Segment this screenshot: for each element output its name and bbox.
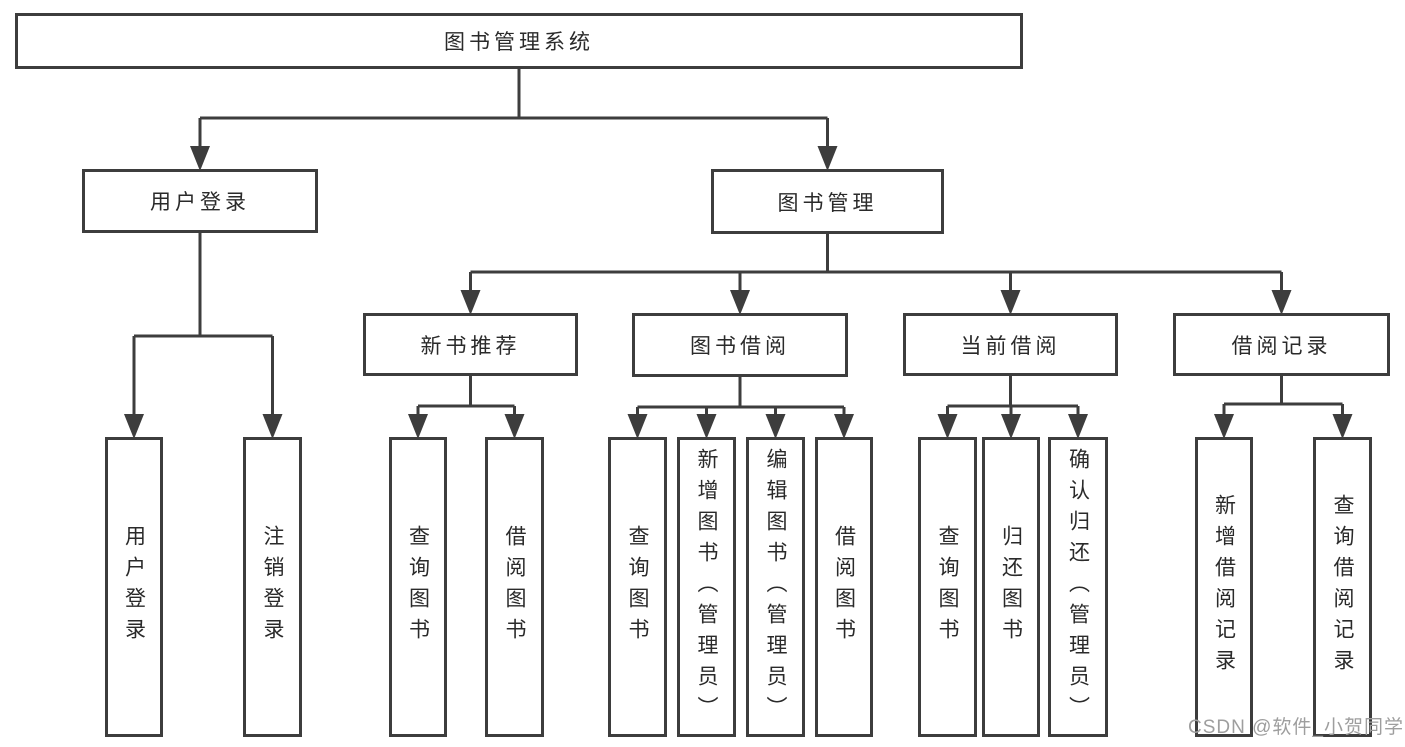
node-v-edit-book: 编辑图书（管理员）	[746, 437, 805, 737]
node-book-borrow: 图书借阅	[632, 313, 848, 377]
arrowhead-into-new-book-rec	[460, 290, 481, 315]
edge-from-new-book-rec	[416, 374, 516, 416]
node-new-book-rec: 新书推荐	[363, 313, 578, 376]
arrowhead-into-v-confirm-return	[1068, 414, 1088, 439]
node-user-login: 用户登录	[82, 169, 318, 233]
node-v-add-borrow-record: 新增借阅记录	[1195, 437, 1253, 737]
arrowhead-into-v-return-book	[1001, 414, 1021, 439]
node-borrow-records: 借阅记录	[1173, 313, 1390, 376]
arrowhead-into-book-borrow	[730, 290, 750, 315]
node-current-borrow: 当前借阅	[903, 313, 1118, 376]
arrowhead-into-v-query-book-3	[937, 414, 958, 439]
node-root: 图书管理系统	[15, 13, 1023, 69]
arrowhead-into-current-borrow	[1000, 290, 1021, 315]
arrowhead-into-v-query-book-1	[408, 414, 428, 439]
node-v-query-book-1: 查询图书	[389, 437, 447, 737]
arrowhead-into-borrow-records	[1271, 290, 1292, 315]
node-v-query-book-3: 查询图书	[918, 437, 977, 737]
arrowhead-into-v-query-book-2	[627, 414, 648, 439]
arrowhead-into-v-borrow-book-1	[504, 414, 525, 439]
node-v-confirm-return: 确认归还（管理员）	[1048, 437, 1108, 737]
arrowhead-into-v-user-login	[124, 414, 144, 439]
edge-from-book-mgmt	[469, 232, 1283, 292]
arrowhead-into-v-borrow-book-2	[834, 414, 854, 439]
node-v-return-book: 归还图书	[982, 437, 1040, 737]
edge-from-borrow-records	[1222, 374, 1344, 416]
node-v-borrow-book-1: 借阅图书	[485, 437, 544, 737]
arrowhead-into-v-add-book	[696, 414, 717, 439]
watermark: CSDN @软件_小贺同学	[1188, 717, 1404, 738]
edge-from-book-borrow	[636, 375, 846, 416]
node-v-borrow-book-2: 借阅图书	[815, 437, 873, 737]
arrowhead-into-v-query-borrow-record	[1332, 414, 1353, 439]
edge-from-current-borrow	[946, 374, 1080, 416]
arrowhead-into-v-edit-book	[765, 414, 786, 439]
arrowhead-into-user-login	[190, 146, 210, 171]
node-v-query-book-2: 查询图书	[608, 437, 667, 737]
arrowhead-into-v-add-borrow-record	[1214, 414, 1234, 439]
node-v-add-book: 新增图书（管理员）	[677, 437, 736, 737]
arrowhead-into-v-logout	[262, 414, 283, 439]
node-v-logout: 注销登录	[243, 437, 302, 737]
node-v-user-login: 用户登录	[105, 437, 163, 737]
edge-from-root	[198, 67, 829, 148]
edge-from-user-login	[132, 231, 274, 416]
node-v-query-borrow-record: 查询借阅记录	[1313, 437, 1372, 737]
arrowhead-into-book-mgmt	[817, 146, 838, 171]
node-book-mgmt: 图书管理	[711, 169, 944, 234]
